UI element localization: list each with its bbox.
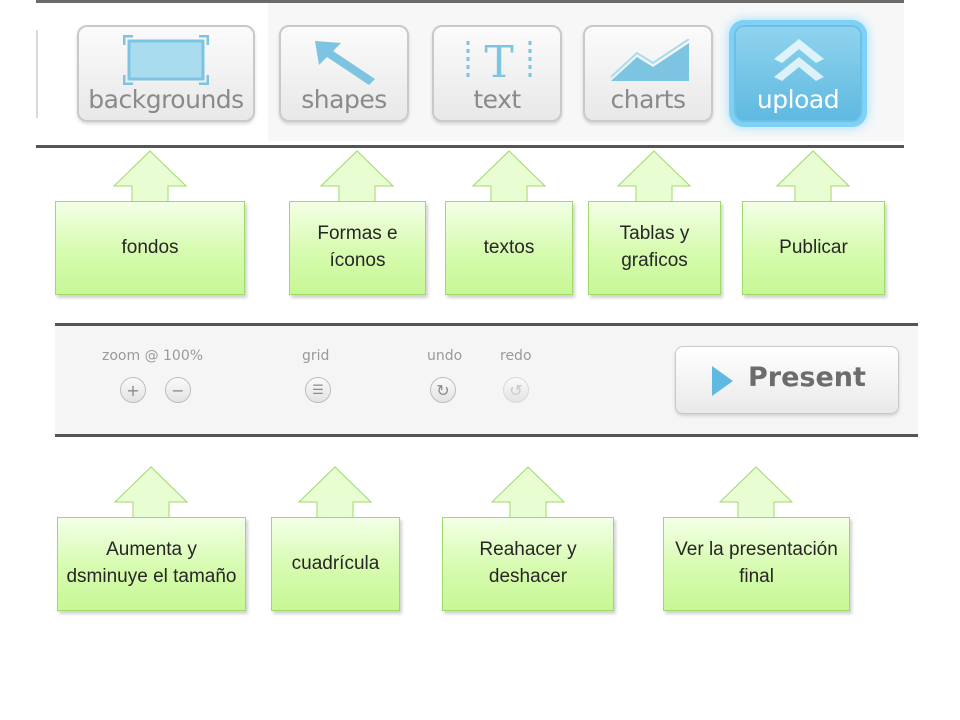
grid-button[interactable]: ☰ [305,377,331,403]
zoom-in-button[interactable]: + [120,377,146,403]
charts-button[interactable]: charts [583,25,713,122]
callout-label: Publicar [742,201,885,295]
chart-icon [610,39,690,81]
up-arrow-icon [775,150,851,203]
undo-button[interactable]: ↻ [430,377,456,403]
text-button[interactable]: T text [432,25,562,122]
up-arrow-icon [112,150,188,203]
text-label: text [473,85,521,114]
callout-label: textos [445,201,573,295]
callout-textos: textos [445,150,573,295]
callout-presentacion-final: Ver la presentación final [663,466,850,611]
callout-fondos: fondos [55,150,245,295]
callout-cuadricula: cuadrícula [271,466,400,611]
charts-label: charts [610,85,686,114]
callout-reahacer-deshacer: Reahacer y deshacer [442,466,614,611]
svg-text:T: T [484,37,513,85]
up-arrow-icon [319,150,395,203]
callout-publicar: Publicar [742,150,885,295]
present-label: Present [748,362,866,393]
callout-zoom: Aumenta y dsminuye el tamaño [57,466,246,611]
shapes-arrow-icon [315,41,375,85]
shapes-label: shapes [301,85,387,114]
up-arrow-icon [113,466,189,519]
toolbar-divider [36,30,38,118]
upload-button[interactable]: upload [734,25,862,122]
text-icon: T [466,37,532,85]
callout-label: cuadrícula [271,517,400,611]
upload-icon [774,39,824,81]
grid-label: grid [302,348,330,364]
play-icon [712,366,733,396]
callout-label: Tablas y graficos [588,201,721,295]
callout-label: Aumenta y dsminuye el tamaño [57,517,246,611]
callout-label: Ver la presentación final [663,517,850,611]
present-button[interactable]: Present [675,346,899,414]
redo-button[interactable]: ↺ [503,377,529,403]
callout-tablas-graficos: Tablas y graficos [588,150,721,295]
backgrounds-button[interactable]: backgrounds [77,25,255,122]
up-arrow-icon [616,150,692,203]
callout-label: Formas e íconos [289,201,426,295]
callout-formas-iconos: Formas e íconos [289,150,426,295]
backgrounds-label: backgrounds [88,85,244,114]
undo-label: undo [427,348,463,364]
callout-label: fondos [55,201,245,295]
zoom-out-button[interactable]: − [165,377,191,403]
up-arrow-icon [471,150,547,203]
redo-label: redo [500,348,532,364]
shapes-button[interactable]: shapes [279,25,409,122]
bottom-toolbar: zoom @ 100% + − grid ☰ undo ↻ redo ↺ Pre… [55,323,918,437]
upload-label: upload [756,85,840,114]
zoom-label: zoom @ 100% [102,348,204,364]
up-arrow-icon [297,466,373,519]
up-arrow-icon [718,466,794,519]
callout-label: Reahacer y deshacer [442,517,614,611]
up-arrow-icon [490,466,566,519]
backgrounds-icon [123,35,209,85]
